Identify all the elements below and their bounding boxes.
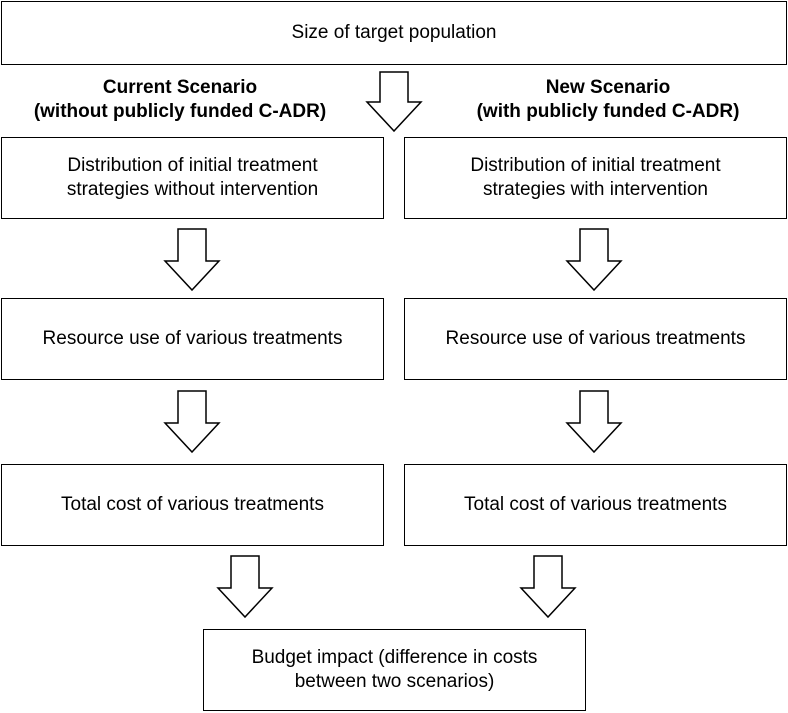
new-total-cost-box: Total cost of various treatments	[404, 464, 787, 546]
target-population-label: Size of target population	[291, 22, 497, 43]
new-scenario-heading: New Scenario (with publicly funded C-ADR…	[438, 76, 778, 124]
new-scenario-subtitle: (with publicly funded C-ADR)	[476, 101, 740, 122]
current-scenario-subtitle: (without publicly funded C-ADR)	[33, 101, 327, 122]
current-scenario-heading: Current Scenario (without publicly funde…	[10, 76, 350, 124]
new-resource-use-label: Resource use of various treatments	[445, 328, 746, 349]
new-distribution-line-1: Distribution of initial treatment	[470, 155, 721, 176]
new-total-cost-label: Total cost of various treatments	[464, 494, 727, 515]
budget-impact-line-2: between two scenarios)	[294, 671, 495, 692]
current-resource-use-box: Resource use of various treatments	[1, 298, 384, 380]
down-arrow-icon	[216, 555, 274, 619]
down-arrow-icon	[519, 555, 577, 619]
down-arrow-icon	[163, 228, 221, 292]
down-arrow-icon	[565, 390, 623, 454]
down-arrow-icon	[365, 71, 423, 133]
down-arrow-icon	[163, 390, 221, 454]
current-distribution-box: Distribution of initial treatment strate…	[1, 137, 384, 219]
current-scenario-title: Current Scenario	[102, 77, 258, 98]
current-distribution-line-2: strategies without intervention	[66, 179, 319, 200]
new-distribution-box: Distribution of initial treatment strate…	[404, 137, 787, 219]
current-total-cost-box: Total cost of various treatments	[1, 464, 384, 546]
new-distribution-line-2: strategies with intervention	[483, 179, 708, 200]
budget-impact-box: Budget impact (difference in costs betwe…	[203, 629, 586, 711]
budget-impact-line-1: Budget impact (difference in costs	[251, 647, 538, 668]
target-population-box: Size of target population	[1, 1, 787, 65]
down-arrow-icon	[565, 228, 623, 292]
current-resource-use-label: Resource use of various treatments	[42, 328, 343, 349]
current-total-cost-label: Total cost of various treatments	[61, 494, 324, 515]
new-resource-use-box: Resource use of various treatments	[404, 298, 787, 380]
current-distribution-line-1: Distribution of initial treatment	[67, 155, 318, 176]
new-scenario-title: New Scenario	[545, 77, 671, 98]
